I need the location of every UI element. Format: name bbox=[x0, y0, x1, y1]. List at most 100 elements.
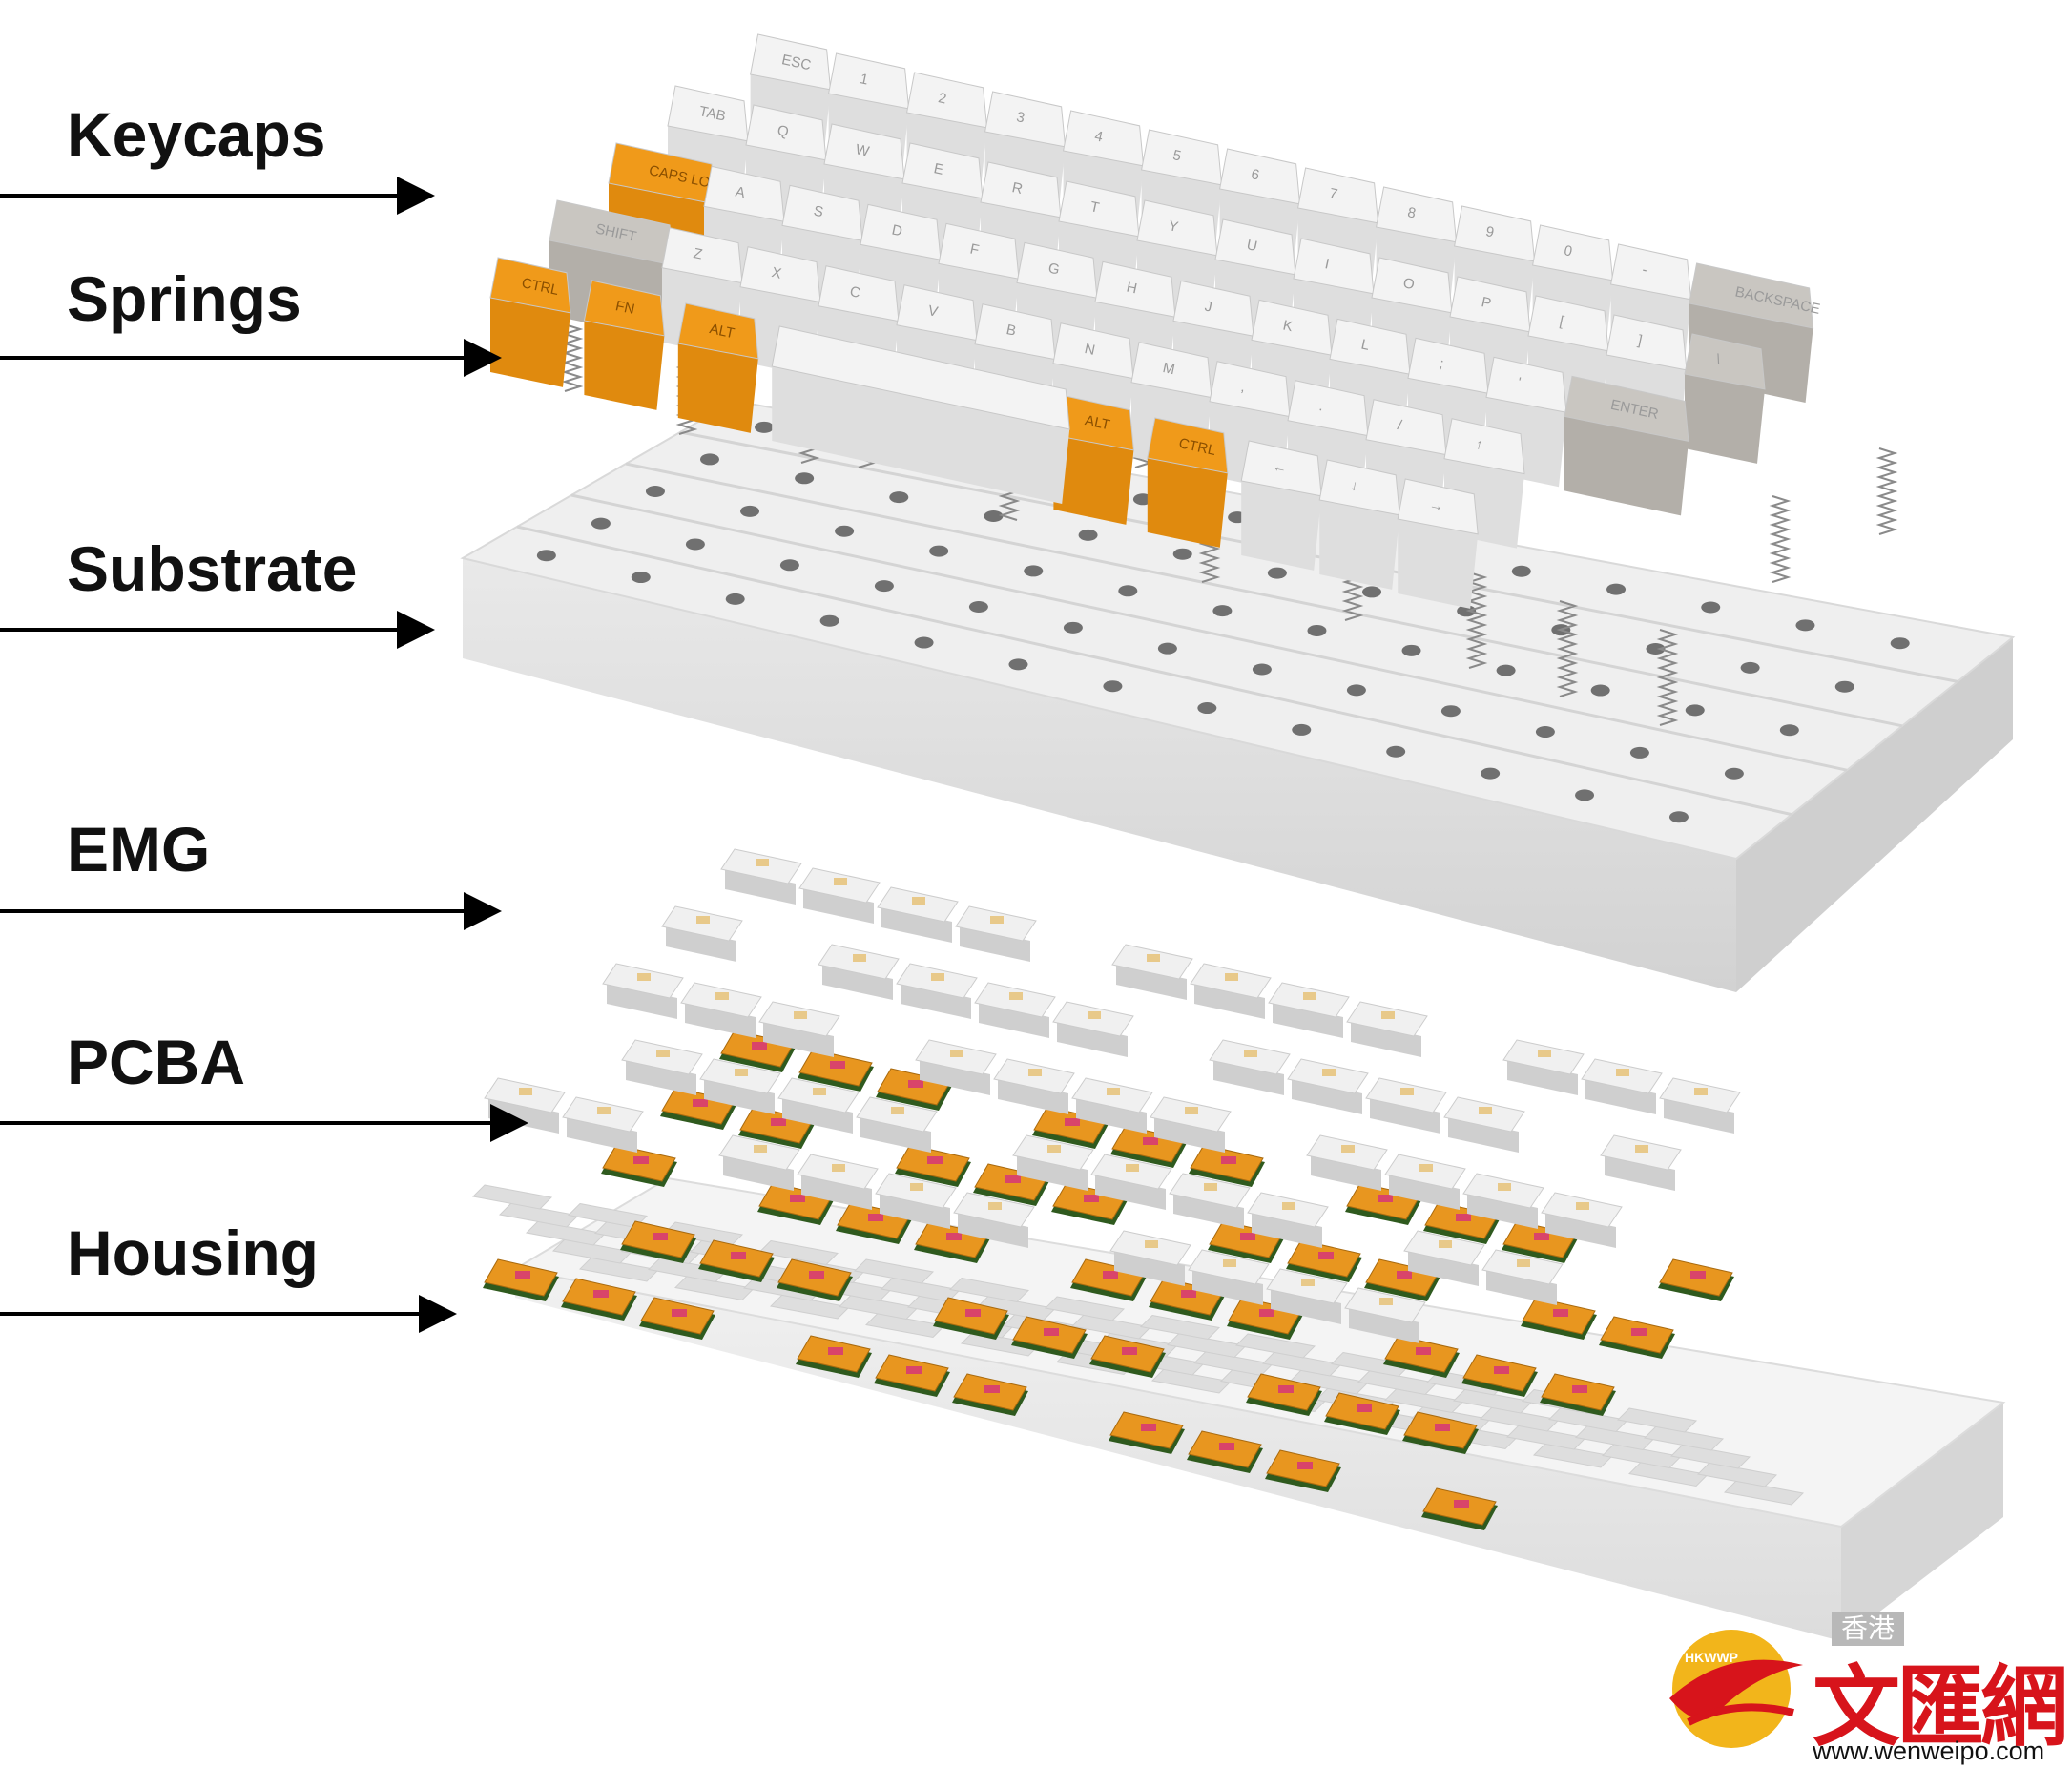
substrate-top-face bbox=[460, 399, 2016, 861]
logo-small-text: 香港 bbox=[1832, 1612, 1905, 1646]
emg-contact bbox=[1439, 1240, 1452, 1248]
keycap-top bbox=[1689, 262, 1814, 329]
emg-contact bbox=[1381, 1011, 1395, 1019]
emg-contact bbox=[519, 1088, 532, 1095]
emg-module bbox=[1365, 1077, 1447, 1134]
emg-module bbox=[1209, 1039, 1291, 1095]
emg-module bbox=[1403, 1230, 1485, 1286]
keycap-label: ↑ bbox=[1474, 436, 1484, 453]
emg-base bbox=[1311, 1154, 1381, 1191]
substrate-hole bbox=[1172, 548, 1192, 560]
keycap-top bbox=[677, 302, 759, 360]
emg-contact bbox=[988, 1202, 1002, 1210]
pcba-board bbox=[1324, 1392, 1400, 1435]
emg-contact bbox=[754, 1145, 767, 1153]
pcba-chip bbox=[1416, 1347, 1431, 1355]
pcba-chip bbox=[946, 1233, 962, 1240]
pcba-chip bbox=[1397, 1271, 1412, 1279]
emg-contact bbox=[910, 1183, 923, 1191]
substrate-hole bbox=[1078, 529, 1098, 541]
emg-base bbox=[1389, 1174, 1460, 1210]
housing-cavity bbox=[1044, 1296, 1126, 1321]
pcba-chip bbox=[731, 1252, 746, 1259]
emg-base bbox=[1605, 1154, 1675, 1191]
wenweipo-logo: HKWWP 香港 文匯網 www.wenweipo.com bbox=[1650, 1608, 2070, 1765]
emg-base bbox=[1292, 1078, 1362, 1114]
emg-base bbox=[723, 1154, 794, 1191]
emg-contact bbox=[1009, 992, 1023, 1000]
emg-base bbox=[1349, 1307, 1419, 1343]
housing-cavity bbox=[1139, 1314, 1221, 1341]
substrate-hole bbox=[1457, 605, 1477, 617]
keycap-label: R bbox=[1010, 179, 1024, 198]
keycap: CTRL bbox=[1147, 417, 1229, 548]
pcba-board bbox=[698, 1239, 775, 1282]
pcba-chip bbox=[1240, 1233, 1255, 1240]
substrate-hole bbox=[914, 636, 934, 649]
pcba-chip bbox=[1454, 1500, 1469, 1508]
keycap-label: U bbox=[1245, 237, 1258, 255]
pcba-chip bbox=[830, 1061, 845, 1069]
spring bbox=[1656, 629, 1679, 726]
emg-module bbox=[1190, 963, 1272, 1019]
emg-base bbox=[880, 1193, 950, 1229]
substrate-hole bbox=[685, 538, 705, 551]
pcba-board bbox=[952, 1373, 1028, 1416]
substrate-hole bbox=[1157, 642, 1177, 655]
pcba-layer bbox=[483, 1030, 1734, 1530]
substrate-hole bbox=[929, 545, 949, 557]
substrate-hole bbox=[1606, 583, 1627, 595]
emg-module bbox=[953, 1192, 1035, 1248]
emg-module bbox=[1462, 1173, 1544, 1229]
pcba-chip bbox=[1221, 1156, 1236, 1164]
emg-module bbox=[720, 848, 802, 905]
emg-contact bbox=[1379, 1298, 1393, 1305]
emg-base bbox=[626, 1059, 696, 1095]
emg-base bbox=[1448, 1116, 1519, 1153]
substrate-hole bbox=[1008, 658, 1028, 671]
substrate-hole bbox=[1724, 767, 1744, 780]
emg-base bbox=[567, 1116, 637, 1153]
substrate-hole bbox=[1890, 637, 1910, 650]
pcba-chip bbox=[653, 1233, 668, 1240]
pcba-board bbox=[777, 1258, 853, 1301]
substrate-front-face bbox=[463, 558, 1736, 992]
keycap-label: 1 bbox=[859, 71, 870, 88]
substrate-hole bbox=[1307, 624, 1327, 636]
keycap-label: 5 bbox=[1171, 147, 1183, 164]
emg-contact bbox=[715, 992, 729, 1000]
emg-module bbox=[1287, 1058, 1369, 1114]
spring bbox=[1875, 447, 1898, 535]
emg-contact bbox=[1341, 1145, 1355, 1153]
substrate-hole bbox=[740, 505, 760, 517]
substrate-hole bbox=[536, 550, 556, 562]
emg-base bbox=[1194, 983, 1265, 1019]
keycap-label: 8 bbox=[1406, 204, 1418, 221]
housing-cavity bbox=[948, 1277, 1030, 1303]
keycap: ↑ bbox=[1443, 418, 1525, 549]
substrate-hole bbox=[1685, 704, 1705, 717]
emg-base bbox=[704, 1078, 775, 1114]
emg-contact bbox=[1498, 1183, 1511, 1191]
substrate-step-edge bbox=[570, 493, 1848, 772]
emg-base bbox=[960, 926, 1030, 962]
housing-cavity bbox=[1452, 1388, 1534, 1414]
label-emg: EMG bbox=[67, 814, 211, 884]
emg-contact bbox=[1282, 1202, 1295, 1210]
housing-cavity bbox=[1070, 1314, 1152, 1340]
keycap: ↓ bbox=[1318, 459, 1400, 590]
emg-base bbox=[1585, 1078, 1656, 1114]
substrate-hole bbox=[1590, 684, 1610, 697]
housing-cavity bbox=[578, 1257, 660, 1282]
housing-cavity bbox=[1261, 1351, 1343, 1377]
emg-base bbox=[1252, 1212, 1322, 1248]
emg-contact bbox=[794, 1011, 807, 1019]
emg-contact bbox=[1185, 1107, 1198, 1114]
emg-contact bbox=[735, 1069, 748, 1076]
keycap-label: FN bbox=[614, 298, 636, 318]
pcba-chip bbox=[965, 1309, 981, 1317]
housing-cavity bbox=[498, 1202, 580, 1228]
pcba-chip bbox=[1084, 1195, 1099, 1202]
emg-contact bbox=[853, 954, 866, 962]
keycap-top bbox=[1147, 417, 1229, 474]
